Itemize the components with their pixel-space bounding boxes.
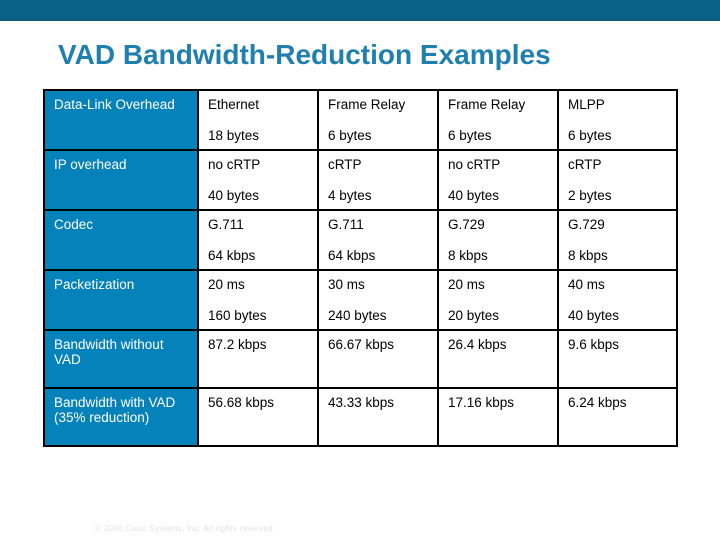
cell-main-text: 30 ms [328,277,365,292]
cell-main-text: 40 ms [568,277,605,292]
row-header-label: Data-Link Overhead [54,97,175,112]
row-header-label: Packetization [54,277,135,292]
cell-main-text: Ethernet [208,97,260,112]
table-row: Bandwidth with VAD (35% reduction) 56.68… [43,387,678,447]
cell-main-text: cRTP [568,157,602,172]
cell-main-text: no cRTP [208,157,261,172]
cell-sub-text: 8 kbps [568,248,608,263]
table-cell: G.729 8 kbps [557,209,678,271]
row-header-label: Bandwidth without VAD [54,337,164,367]
table-cell: 20 ms 160 bytes [197,269,319,331]
table-cell: G.729 8 kbps [437,209,559,271]
cell-main-text: no cRTP [448,157,501,172]
cell-sub-text: 40 bytes [568,308,620,323]
cell-sub-text: 20 bytes [448,308,500,323]
table-cell: 87.2 kbps [197,329,319,389]
cell-main-text: 26.4 kbps [448,337,507,352]
cell-sub-text: 40 bytes [448,188,500,203]
table-cell: 6.24 kbps [557,387,678,447]
table-cell: MLPP 6 bytes [557,89,678,151]
cell-main-text: 43.33 kbps [328,395,395,410]
cell-main-text: 20 ms [208,277,245,292]
footer-copyright: © 2006 Cisco Systems, Inc. All rights re… [95,524,276,533]
table-cell: Ethernet 18 bytes [197,89,319,151]
table-cell: 30 ms 240 bytes [317,269,439,331]
row-header-packetization: Packetization [43,269,199,331]
cell-main-text: 9.6 kbps [568,337,620,352]
table-cell: G.711 64 kbps [317,209,439,271]
table-cell: 66.67 kbps [317,329,439,389]
table-row: Bandwidth without VAD 87.2 kbps 66.67 kb… [43,329,678,389]
table-cell: 43.33 kbps [317,387,439,447]
cell-sub-text: 4 bytes [328,188,372,203]
table-row: Packetization 20 ms 160 bytes 30 ms 240 … [43,269,678,331]
cell-main-text: 20 ms [448,277,485,292]
cell-main-text: 17.16 kbps [448,395,515,410]
page-title: VAD Bandwidth-Reduction Examples [58,39,551,70]
cell-main-text: 56.68 kbps [208,395,275,410]
cell-main-text: G.711 [208,217,244,232]
table-cell: 40 ms 40 bytes [557,269,678,331]
cell-sub-text: 64 kbps [328,248,376,263]
table-cell: 9.6 kbps [557,329,678,389]
cell-main-text: G.729 [448,217,485,232]
top-accent-bar [0,0,720,18]
row-header-ip-overhead: IP overhead [43,149,199,211]
cell-main-text: MLPP [568,97,605,112]
cell-sub-text: 40 bytes [208,188,260,203]
table-cell: 20 ms 20 bytes [437,269,559,331]
cell-sub-text: 6 bytes [448,128,492,143]
row-header-data-link-overhead: Data-Link Overhead [43,89,199,151]
table-cell: G.711 64 kbps [197,209,319,271]
cell-sub-text: 160 bytes [208,308,267,323]
cell-main-text: 66.67 kbps [328,337,395,352]
cell-sub-text: 6 bytes [568,128,612,143]
vad-bandwidth-table: Data-Link Overhead Ethernet 18 bytes Fra… [43,89,678,447]
cell-sub-text: 8 kbps [448,248,488,263]
table-cell: cRTP 4 bytes [317,149,439,211]
table-cell: 56.68 kbps [197,387,319,447]
row-header-label: Bandwidth with VAD (35% reduction) [54,395,176,425]
cell-main-text: 87.2 kbps [208,337,267,352]
cell-sub-text: 2 bytes [568,188,612,203]
table-cell: 17.16 kbps [437,387,559,447]
cell-main-text: Frame Relay [448,97,526,112]
table-cell: Frame Relay 6 bytes [437,89,559,151]
row-header-bandwidth-without-vad: Bandwidth without VAD [43,329,199,389]
table-cell: 26.4 kbps [437,329,559,389]
row-header-bandwidth-with-vad: Bandwidth with VAD (35% reduction) [43,387,199,447]
table-cell: no cRTP 40 bytes [437,149,559,211]
row-header-label: Codec [54,217,94,232]
table-row: IP overhead no cRTP 40 bytes cRTP 4 byte… [43,149,678,211]
table-row: Codec G.711 64 kbps G.711 64 kbps G.729 … [43,209,678,271]
cell-main-text: 6.24 kbps [568,395,627,410]
cell-sub-text: 6 bytes [328,128,372,143]
table-cell: Frame Relay 6 bytes [317,89,439,151]
table-body: Data-Link Overhead Ethernet 18 bytes Fra… [43,89,678,447]
cell-sub-text: 240 bytes [328,308,387,323]
row-header-codec: Codec [43,209,199,271]
table-cell: no cRTP 40 bytes [197,149,319,211]
cell-main-text: Frame Relay [328,97,406,112]
cell-main-text: cRTP [328,157,362,172]
cell-sub-text: 18 bytes [208,128,260,143]
cell-main-text: G.729 [568,217,605,232]
cell-main-text: G.711 [328,217,364,232]
table-cell: cRTP 2 bytes [557,149,678,211]
table-row: Data-Link Overhead Ethernet 18 bytes Fra… [43,89,678,151]
cell-sub-text: 64 kbps [208,248,256,263]
top-accent-bar-shadow [0,18,720,21]
row-header-label: IP overhead [54,157,127,172]
